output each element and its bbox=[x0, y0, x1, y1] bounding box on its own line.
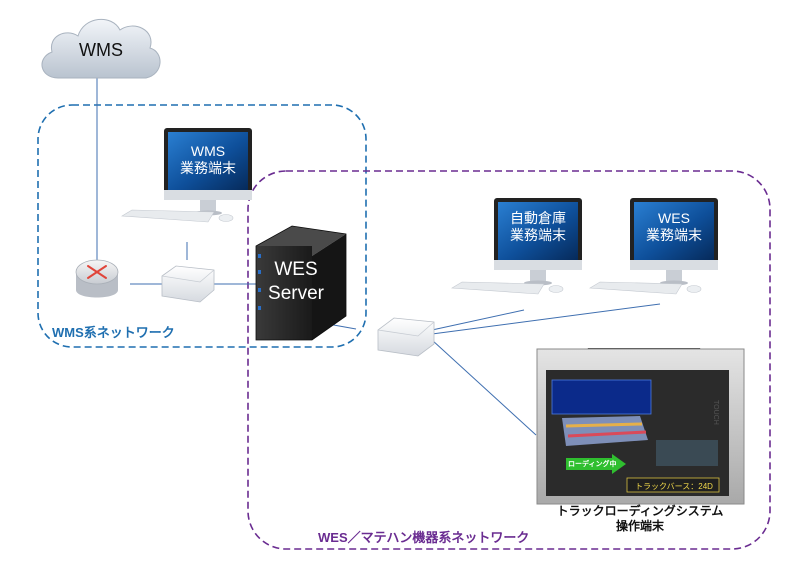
wes-terminal-label-line1: WES bbox=[658, 210, 690, 226]
touch-panel-caption-line1: トラックローディングシステム bbox=[556, 504, 724, 518]
wes-network-boundary bbox=[247, 170, 771, 550]
wms-network-label: WMS系ネットワーク bbox=[52, 325, 175, 340]
wes-terminal-label: WES 業務端末 bbox=[634, 210, 714, 244]
wms-cloud-label: WMS bbox=[79, 40, 123, 60]
wes-server-icon bbox=[255, 225, 347, 341]
wms-terminal-label-line1: WMS bbox=[190, 143, 226, 159]
warehouse-terminal-monitor-icon bbox=[451, 198, 582, 295]
wes-server-label-line1: WES bbox=[274, 259, 318, 280]
connection-lines bbox=[96, 78, 661, 436]
wes-terminal-label-line2: 業務端末 bbox=[646, 227, 702, 243]
wms-terminal-label: WMS 業務端末 bbox=[168, 143, 248, 177]
warehouse-terminal-label: 自動倉庫 業務端末 bbox=[498, 210, 578, 244]
touch-panel-arrow-label: ローディング中 bbox=[568, 461, 617, 468]
wms-terminal-label-line2: 業務端末 bbox=[180, 160, 236, 176]
wes-switch-icon bbox=[377, 317, 435, 357]
wms-network-boundary bbox=[37, 104, 367, 348]
wms-cloud-icon bbox=[41, 18, 161, 79]
touch-panel-caption: トラックローディングシステム 操作端末 bbox=[545, 504, 735, 534]
touch-panel-caption-line2: 操作端末 bbox=[615, 519, 664, 533]
warehouse-terminal-label-line2: 業務端末 bbox=[510, 227, 566, 243]
wes-terminal-monitor-icon bbox=[589, 198, 718, 295]
touch-panel-status: トラックバース：24D bbox=[635, 482, 713, 491]
wms-terminal-monitor-icon bbox=[121, 128, 252, 223]
touch-panel-icon bbox=[536, 348, 745, 505]
warehouse-terminal-label-line1: 自動倉庫 bbox=[510, 210, 566, 226]
router-icon bbox=[75, 259, 119, 298]
wes-server-label-line2: Server bbox=[268, 283, 324, 304]
wms-switch-icon bbox=[161, 265, 215, 303]
wes-server-label: WES Server bbox=[258, 258, 334, 306]
wes-network-label: WES／マテハン機器系ネットワーク bbox=[318, 530, 530, 545]
touch-panel-brand: TOUCH bbox=[712, 400, 719, 425]
